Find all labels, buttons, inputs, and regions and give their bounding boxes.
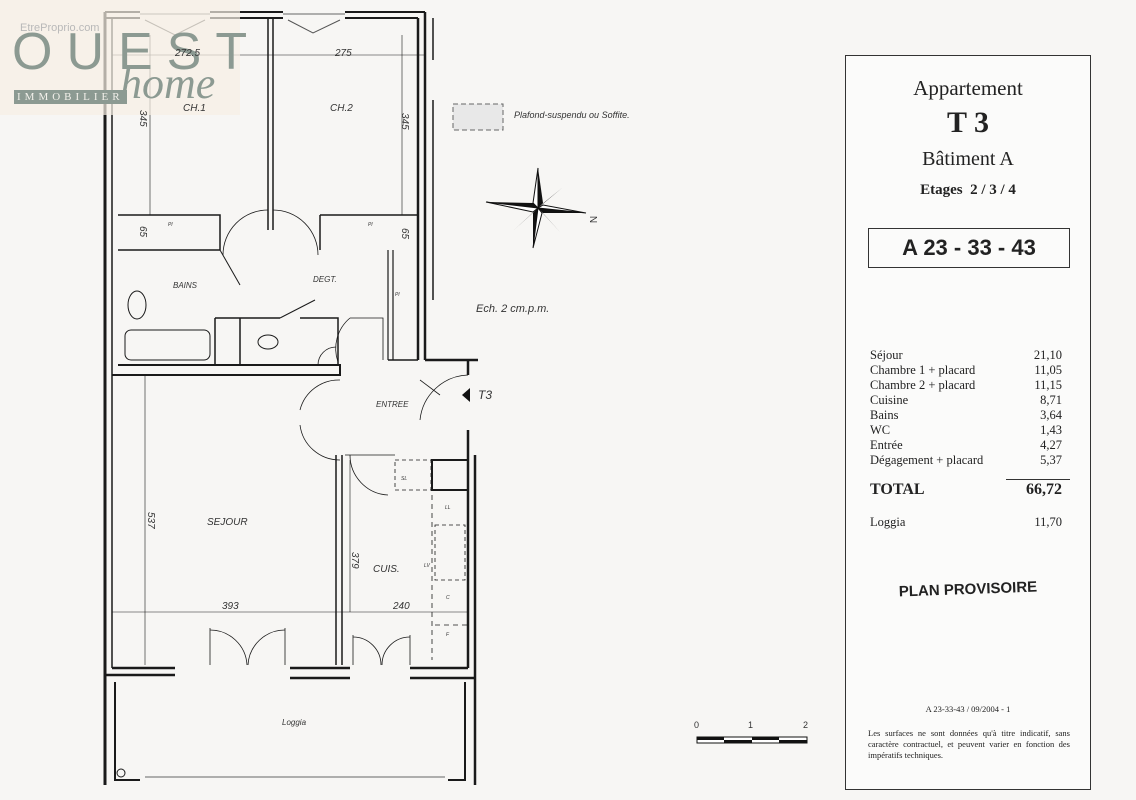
- dim-ch2-width: 275: [335, 48, 352, 59]
- dim-cuis-width: 240: [393, 601, 410, 612]
- dim-cuis-depth: 379: [349, 552, 360, 569]
- dim-ch2-depth: 345: [399, 113, 410, 130]
- room-label-cuis: CUIS.: [373, 564, 400, 575]
- apartment-type: T 3: [947, 106, 989, 139]
- scale-bar: [696, 736, 808, 744]
- dim-sejour-depth: 537: [145, 512, 156, 529]
- dim-sejour-width: 393: [222, 601, 239, 612]
- dim-ch1-width: 272.5: [175, 48, 201, 59]
- entrance-arrow-icon: [462, 388, 470, 402]
- watermark-logo: EtreProprio.com OUEST IMMOBILIER home: [0, 0, 247, 115]
- dim-closet2-depth: 65: [399, 228, 410, 240]
- watermark-tag: IMMOBILIER: [14, 90, 127, 104]
- room-label-ch2: CH.2: [330, 103, 353, 114]
- dim-ch1-depth: 345: [137, 110, 148, 127]
- plan-status: PLAN PROVISOIRE: [898, 578, 1038, 601]
- soffit-legend-label: Plafond-suspendu ou Soffite.: [514, 110, 630, 120]
- fixture-placard-2: Pl: [368, 222, 373, 228]
- floors-label: Etages 2 / 3 / 4: [920, 182, 1016, 198]
- room-label-loggia: Loggia: [282, 718, 307, 727]
- room-label-bains: BAINS: [173, 281, 198, 290]
- fixture-placard-1: Pl: [168, 222, 173, 228]
- room-label-ch1: CH.1: [183, 103, 206, 114]
- scale-tick-0: 0: [694, 720, 700, 730]
- panel-heading: Appartement: [913, 76, 1023, 100]
- scale-tick-2: 2: [803, 720, 809, 730]
- compass-rose-icon: [485, 167, 587, 249]
- scale-text: Ech. 2 cm.p.m.: [476, 303, 550, 315]
- entrance-label: T3: [478, 388, 493, 402]
- room-label-entree: ENTREE: [376, 400, 409, 409]
- scale-tick-1: 1: [748, 720, 754, 730]
- fixture-f: F: [446, 632, 450, 638]
- info-panel: Appartement T 3 Bâtiment A Etages 2 / 3 …: [845, 55, 1091, 790]
- fixture-sl: SL: [401, 476, 408, 482]
- dim-closet1-depth: 65: [137, 226, 148, 238]
- total-divider: [1006, 479, 1070, 480]
- fixture-ll: LL: [445, 505, 451, 511]
- fixture-lv: LV: [424, 563, 430, 569]
- building-name: Bâtiment A: [922, 148, 1014, 170]
- fixture-c: C: [446, 595, 450, 601]
- watermark-site: EtreProprio.com: [20, 22, 100, 34]
- document-reference: A 23-33-43 / 09/2004 - 1: [925, 704, 1011, 714]
- north-label: N: [587, 215, 599, 224]
- fixture-placard-3: Pl: [395, 292, 400, 298]
- room-label-sejour: SEJOUR: [207, 517, 248, 528]
- room-label-degt: DEGT.: [313, 275, 337, 284]
- watermark-brand-top: OUEST: [12, 23, 262, 81]
- watermark-brand-bottom: home: [120, 59, 216, 108]
- reference-box: A 23 - 33 - 43: [868, 228, 1070, 268]
- disclaimer-text: Les surfaces ne sont données qu'à titre …: [868, 728, 1070, 760]
